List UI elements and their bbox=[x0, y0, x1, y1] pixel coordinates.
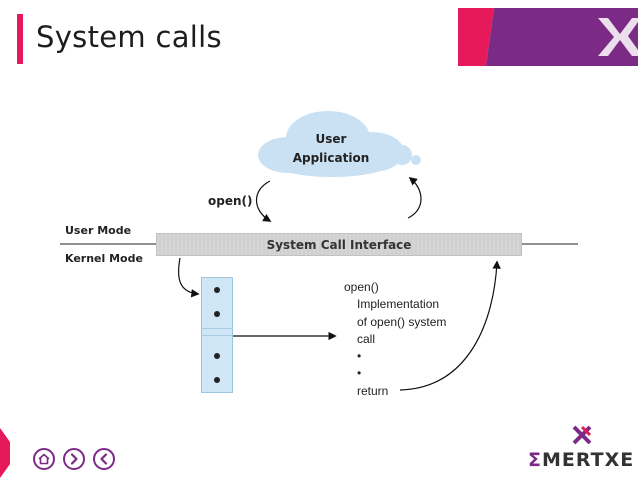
impl-line: call bbox=[357, 331, 376, 346]
table-entry-dot bbox=[214, 377, 220, 383]
impl-line: of open() system bbox=[357, 314, 447, 329]
cloud-line-2: Application bbox=[292, 151, 370, 165]
open-call-arrow bbox=[255, 180, 272, 222]
system-call-interface-label: System Call Interface bbox=[266, 237, 412, 252]
chevron-left-icon[interactable] bbox=[93, 448, 115, 470]
table-divider bbox=[202, 328, 232, 329]
corner-logo-icon bbox=[458, 8, 638, 66]
user-application-label: User Application bbox=[276, 130, 386, 168]
into-kernel-arrow bbox=[177, 257, 200, 298]
impl-line: • bbox=[357, 349, 362, 364]
table-divider bbox=[202, 335, 232, 336]
implementation-block: open() Implementation of open() system c… bbox=[344, 279, 446, 400]
impl-line: open() bbox=[344, 280, 379, 294]
impl-line: return bbox=[357, 383, 389, 398]
kernel-mode-label: Kernel Mode bbox=[65, 252, 143, 265]
cloud-line-1: User bbox=[315, 132, 347, 146]
system-call-interface: System Call Interface bbox=[156, 233, 522, 256]
return-to-app-arrow bbox=[407, 176, 422, 219]
brand-logo: ΣMERTXE bbox=[528, 425, 633, 475]
table-entry-dot bbox=[214, 353, 220, 359]
impl-line: • bbox=[357, 366, 362, 381]
side-tab-icon bbox=[0, 428, 10, 478]
table-entry-dot bbox=[214, 287, 220, 293]
brand-name: MERTXE bbox=[541, 449, 635, 471]
chevron-right-icon[interactable] bbox=[63, 448, 85, 470]
table-entry-dot bbox=[214, 311, 220, 317]
home-icon[interactable] bbox=[33, 448, 55, 470]
impl-line: Implementation bbox=[357, 297, 440, 312]
system-call-table bbox=[201, 277, 233, 393]
brand-mark-icon bbox=[572, 425, 592, 445]
page-title: System calls bbox=[36, 20, 222, 54]
brand-sigma-icon: Σ bbox=[528, 449, 542, 471]
title-accent-bar bbox=[17, 14, 23, 64]
open-call-label: open() bbox=[208, 194, 253, 208]
user-mode-label: User Mode bbox=[65, 224, 132, 237]
return-to-interface-arrow bbox=[399, 260, 501, 391]
user-application-cloud bbox=[258, 111, 421, 177]
